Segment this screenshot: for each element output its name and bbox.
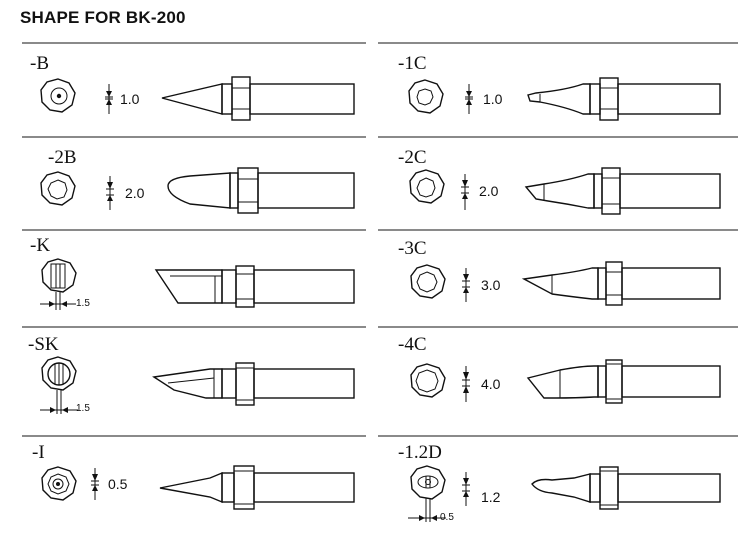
tip-4c: -4C 4.0 bbox=[398, 334, 721, 404]
tip-i-end-view bbox=[41, 466, 77, 501]
tip-width-1-2d: 0.5 bbox=[440, 512, 454, 523]
diagram-title: SHAPE FOR BK-200 bbox=[20, 8, 186, 27]
tip-3c-side-view bbox=[521, 261, 721, 306]
tip-2b-end-view bbox=[40, 171, 76, 206]
tip-2c-side-view bbox=[524, 167, 721, 215]
tip-size-i: 0.5 bbox=[108, 476, 128, 492]
tip-1-2d-end-view bbox=[410, 465, 446, 500]
tip-b-end-view bbox=[40, 78, 76, 113]
tip-i-side-view bbox=[159, 465, 355, 510]
tip-2c-end-view bbox=[409, 169, 445, 204]
width-dimension bbox=[40, 390, 78, 414]
tip-sk: -SK 1.5 bbox=[28, 334, 355, 414]
dimension-arrow bbox=[461, 174, 469, 210]
tip-k: -K 1.5 bbox=[30, 235, 355, 310]
tip-b-side-view bbox=[161, 76, 355, 121]
tip-label-b: -B bbox=[30, 53, 49, 74]
tip-size-4c: 4.0 bbox=[481, 376, 501, 392]
tip-label-2b: -2B bbox=[48, 147, 77, 168]
tip-4c-side-view bbox=[526, 359, 721, 404]
tip-width-sk: 1.5 bbox=[76, 403, 90, 414]
tip-label-3c: -3C bbox=[398, 238, 427, 259]
tip-label-k: -K bbox=[30, 235, 50, 256]
tip-label-2c: -2C bbox=[398, 147, 427, 168]
tip-size-2b: 2.0 bbox=[125, 185, 145, 201]
tip-size-b: 1.0 bbox=[120, 91, 140, 107]
tip-1c-side-view bbox=[527, 77, 721, 121]
tip-3c-end-view bbox=[410, 264, 446, 299]
tip-k-end-view bbox=[41, 258, 77, 293]
tip-2b-side-view bbox=[167, 167, 355, 214]
tip-1-2d: -1.2D 0.5 1 bbox=[398, 442, 721, 523]
tip-label-i: -I bbox=[32, 442, 45, 463]
dimension-arrow bbox=[91, 468, 99, 500]
tip-4c-end-view bbox=[410, 363, 446, 398]
tip-k-side-view bbox=[154, 265, 355, 308]
tip-sk-side-view bbox=[152, 362, 355, 406]
tip-width-k: 1.5 bbox=[76, 298, 90, 309]
tip-size-3c: 3.0 bbox=[481, 277, 501, 293]
tip-label-sk: -SK bbox=[28, 334, 59, 355]
width-dimension bbox=[40, 292, 76, 310]
dimension-arrow bbox=[465, 84, 473, 114]
dimension-arrow bbox=[462, 268, 470, 302]
tip-size-2c: 2.0 bbox=[479, 183, 499, 199]
dimension-arrow bbox=[462, 472, 470, 506]
tip-b: -B 1.0 bbox=[30, 53, 355, 121]
tip-label-1c: -1C bbox=[398, 53, 427, 74]
row-separators bbox=[22, 42, 738, 437]
tip-sk-end-view bbox=[41, 356, 77, 391]
tip-label-1-2d: -1.2D bbox=[398, 442, 442, 463]
tip-label-4c: -4C bbox=[398, 334, 427, 355]
tip-2b: -2B 2.0 bbox=[40, 147, 355, 214]
width-dimension bbox=[408, 498, 446, 522]
tip-3c: -3C 3.0 bbox=[398, 238, 721, 306]
tip-1c: -1C 1.0 bbox=[398, 53, 721, 121]
dimension-arrow bbox=[462, 366, 470, 402]
tip-2c: -2C 2.0 bbox=[398, 147, 721, 215]
dimension-arrow bbox=[106, 176, 114, 210]
tip-1-2d-side-view bbox=[531, 466, 721, 510]
tip-i: -I 0.5 bbox=[32, 442, 355, 510]
dimension-arrow bbox=[105, 84, 113, 114]
tip-size-1c: 1.0 bbox=[483, 91, 503, 107]
tip-size-1-2d: 1.2 bbox=[481, 489, 501, 505]
tip-1c-end-view bbox=[408, 79, 444, 114]
